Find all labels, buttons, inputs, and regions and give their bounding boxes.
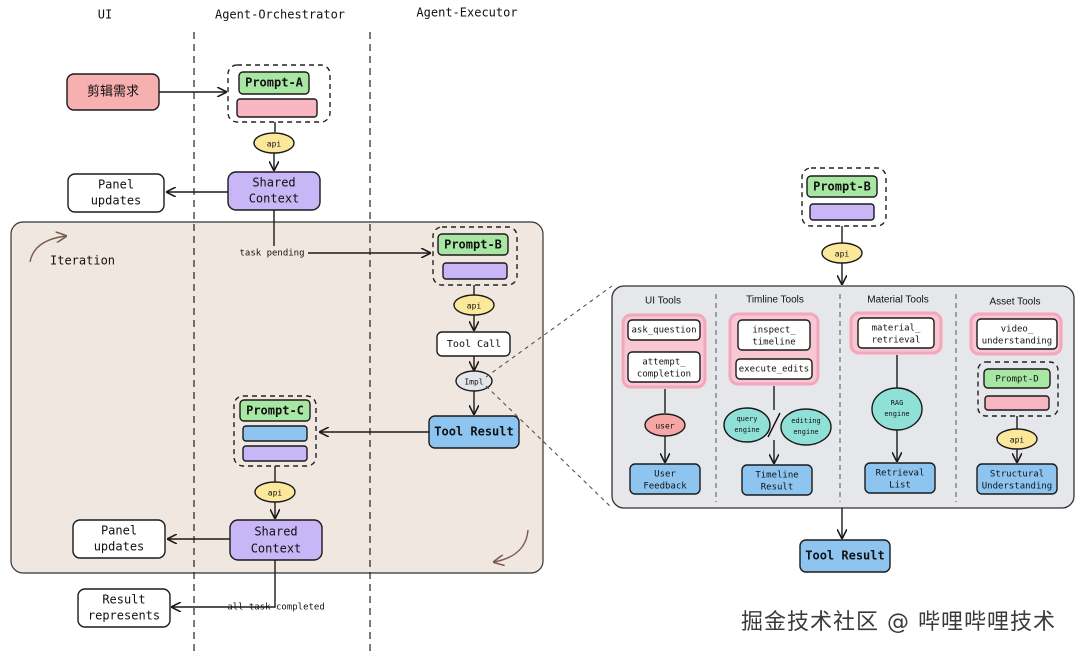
tool-attempt-completion <box>627 351 701 383</box>
iteration-region <box>10 221 544 574</box>
edit-request-label: 剪辑需求 <box>87 84 139 100</box>
prompt-b-right-slot <box>809 203 875 221</box>
tool-result-label: Tool Result <box>434 425 513 439</box>
prompt-b-right-group <box>801 167 887 227</box>
prompt-a-group <box>227 64 331 123</box>
tools-panel <box>611 285 1075 509</box>
retrieval-list-line1: Retrieval <box>876 469 925 479</box>
prompt-b-group <box>432 226 518 286</box>
shared-context-top-line2: Context <box>249 192 300 206</box>
prompt-a-slot <box>236 98 318 118</box>
editing-engine-node <box>780 408 832 446</box>
column-title-orchestrator: Agent-Orchestrator <box>215 8 345 22</box>
ui-tools-title: UI Tools <box>645 296 681 307</box>
editing-engine-line2: engine <box>793 428 818 436</box>
user-feedback-line1: User <box>654 470 676 480</box>
panel-updates-top-line1: Panel <box>98 178 134 192</box>
tool-video-understanding-line2: understanding <box>982 337 1052 347</box>
result-represents-box <box>77 588 171 628</box>
prompt-c-group <box>233 395 317 467</box>
iteration-label: Iteration <box>50 254 115 268</box>
retrieval-list-result <box>864 462 936 494</box>
prompt-d-group <box>977 361 1059 417</box>
prompt-c-slot-1 <box>242 425 308 442</box>
result-represents-line1: Result <box>102 593 145 607</box>
api-label-b: api <box>467 302 482 311</box>
impl-label: Impl <box>464 378 483 387</box>
api-label-c: api <box>268 489 283 498</box>
api-label-d: api <box>1010 436 1025 445</box>
prompt-b-label: Prompt-B <box>444 238 502 252</box>
tool-inspect-timeline <box>737 319 811 351</box>
tool-attempt-completion-line1: attempt_ <box>642 358 686 368</box>
structural-understanding-line2: Understanding <box>982 482 1052 492</box>
tool-material-retrieval-line2: retrieval <box>872 336 921 346</box>
tool-attempt-completion-line2: completion <box>637 370 691 380</box>
prompt-a-box <box>238 71 310 95</box>
tool-inspect-timeline-line1: inspect_ <box>752 326 796 336</box>
rag-engine-line2: engine <box>884 410 909 418</box>
shared-context-bottom <box>229 519 323 561</box>
all-task-completed-label: all task completed <box>227 603 325 613</box>
prompt-c-box <box>239 399 311 422</box>
retrieval-list-line2: List <box>889 481 911 491</box>
api-label-a: api <box>267 140 282 149</box>
structural-understanding-line1: Structural <box>990 470 1044 480</box>
prompt-d-box <box>983 368 1051 389</box>
prompt-b-slot <box>442 262 508 280</box>
asset-tools-title: Asset Tools <box>990 297 1041 308</box>
tool-execute-edits-label: execute_edits <box>739 365 809 375</box>
query-engine-line1: query <box>736 415 757 423</box>
material-tools-title: Material Tools <box>867 295 929 306</box>
column-title-ui: UI <box>98 8 112 22</box>
panel-updates-bottom-line1: Panel <box>101 524 137 538</box>
tool-call-label: Tool Call <box>447 339 501 350</box>
prompt-c-slot-2 <box>242 445 308 462</box>
column-title-executor: Agent-Executor <box>416 6 517 20</box>
timeline-result-line1: Timeline <box>755 471 798 481</box>
task-pending-label: task pending <box>239 249 304 259</box>
prompt-d-slot <box>984 395 1050 411</box>
tool-video-understanding-line1: video_ <box>1001 325 1034 335</box>
api-label-right: api <box>835 250 850 259</box>
panel-updates-top <box>67 173 165 213</box>
panel-updates-bottom-line2: updates <box>94 540 145 554</box>
structural-understanding-result <box>976 463 1058 495</box>
prompt-b-box <box>437 233 509 256</box>
tool-ask-question <box>627 319 701 341</box>
query-engine-node <box>723 407 771 443</box>
timeline-result <box>741 464 813 496</box>
tool-result-right-box <box>799 539 891 573</box>
rag-engine-node <box>871 387 923 431</box>
shared-context-top-line1: Shared <box>252 176 295 190</box>
user-engine-label: user <box>655 422 674 431</box>
panel-updates-top-line2: updates <box>91 194 142 208</box>
tool-execute-edits <box>735 358 813 380</box>
panel-updates-bottom <box>72 519 166 559</box>
prompt-b-right-label: Prompt-B <box>813 180 871 194</box>
user-feedback-result <box>629 463 701 495</box>
result-represents-line2: represents <box>88 609 160 623</box>
user-feedback-line2: Feedback <box>643 482 687 492</box>
prompt-a-label: Prompt-A <box>245 76 304 90</box>
prompt-c-label: Prompt-C <box>246 404 304 418</box>
prompt-b-right-box <box>806 175 878 198</box>
tool-material-retrieval <box>857 317 935 349</box>
shared-context-bottom-line1: Shared <box>254 525 297 539</box>
tool-inspect-timeline-line2: timeline <box>752 338 795 348</box>
tool-ask-question-label: ask_question <box>631 326 696 336</box>
rag-engine-line1: RAG <box>891 399 904 407</box>
prompt-d-label: Prompt-D <box>995 375 1038 385</box>
editing-engine-line1: editing <box>791 417 821 425</box>
shared-context-bottom-line2: Context <box>251 542 302 556</box>
timeline-result-line2: Result <box>761 483 794 493</box>
tool-material-retrieval-line1: material_ <box>872 324 921 334</box>
timeline-tools-title: Timline Tools <box>746 295 804 306</box>
tool-result-right-label: Tool Result <box>805 549 884 563</box>
watermark: 掘金技术社区 @ 哔哩哔哩技术 <box>741 610 1056 635</box>
query-engine-line2: engine <box>734 426 759 434</box>
tool-video-understanding <box>976 318 1058 350</box>
